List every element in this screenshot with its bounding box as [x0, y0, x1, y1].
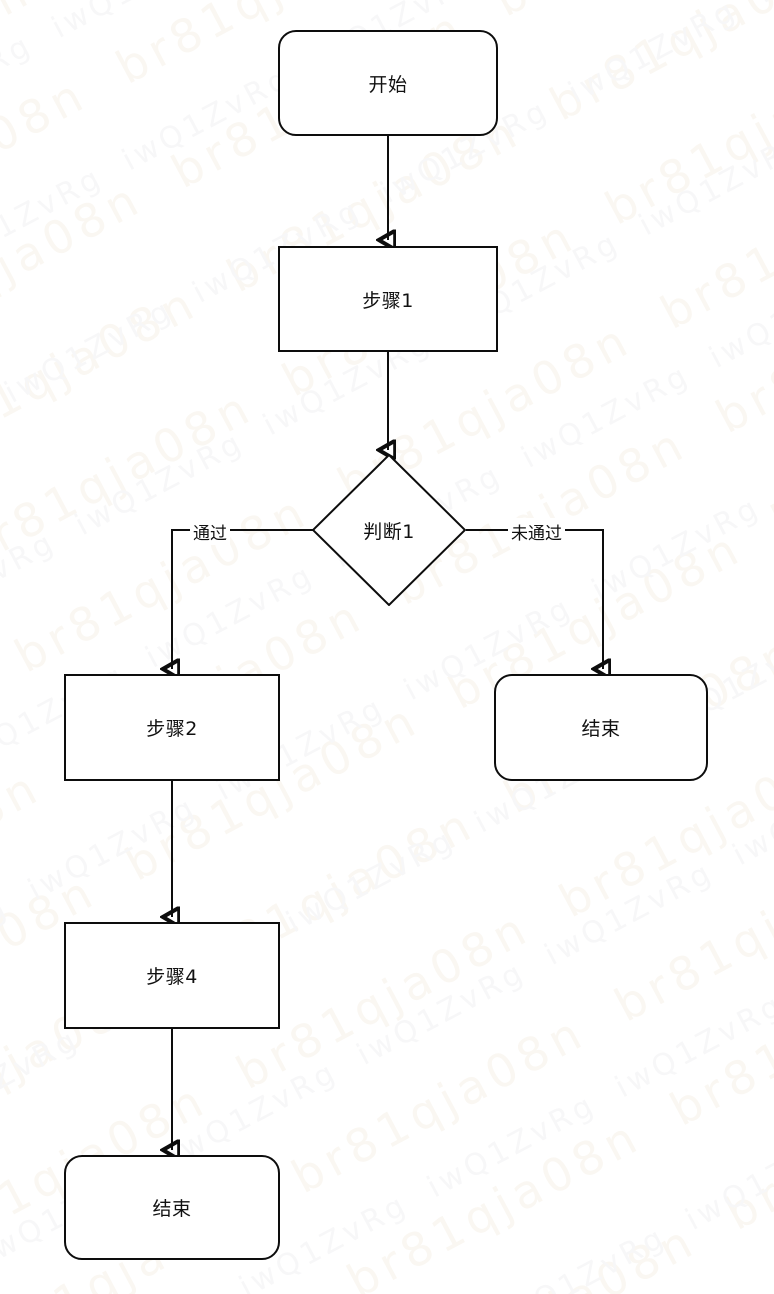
node-start[interactable]: 开始 — [278, 30, 498, 136]
edge-label-fail: 未通过 — [508, 518, 565, 545]
diamond-shape — [312, 454, 466, 606]
node-step2[interactable]: 步骤2 — [64, 674, 280, 781]
edge-label-pass: 通过 — [190, 518, 230, 545]
node-end-right[interactable]: 结束 — [494, 674, 708, 781]
edge-decide1-step2 — [172, 529, 313, 669]
edge-label-pass-text: 通过 — [193, 524, 227, 544]
node-step2-label: 步骤2 — [146, 718, 198, 740]
node-decide1-label: 判断1 — [363, 520, 415, 543]
node-end-bottom[interactable]: 结束 — [64, 1155, 280, 1260]
node-step1[interactable]: 步骤1 — [278, 246, 498, 352]
node-step1-label: 步骤1 — [362, 289, 414, 312]
node-decide1[interactable]: 判断1 — [312, 454, 466, 606]
node-end-bottom-label: 结束 — [152, 1198, 192, 1220]
edge-label-fail-text: 未通过 — [511, 524, 562, 544]
node-end-right-label: 结束 — [581, 718, 621, 740]
edge-decide1-end-right — [466, 529, 603, 669]
node-start-label: 开始 — [368, 73, 408, 96]
node-step4[interactable]: 步骤4 — [64, 922, 280, 1029]
node-step4-label: 步骤4 — [146, 966, 198, 988]
